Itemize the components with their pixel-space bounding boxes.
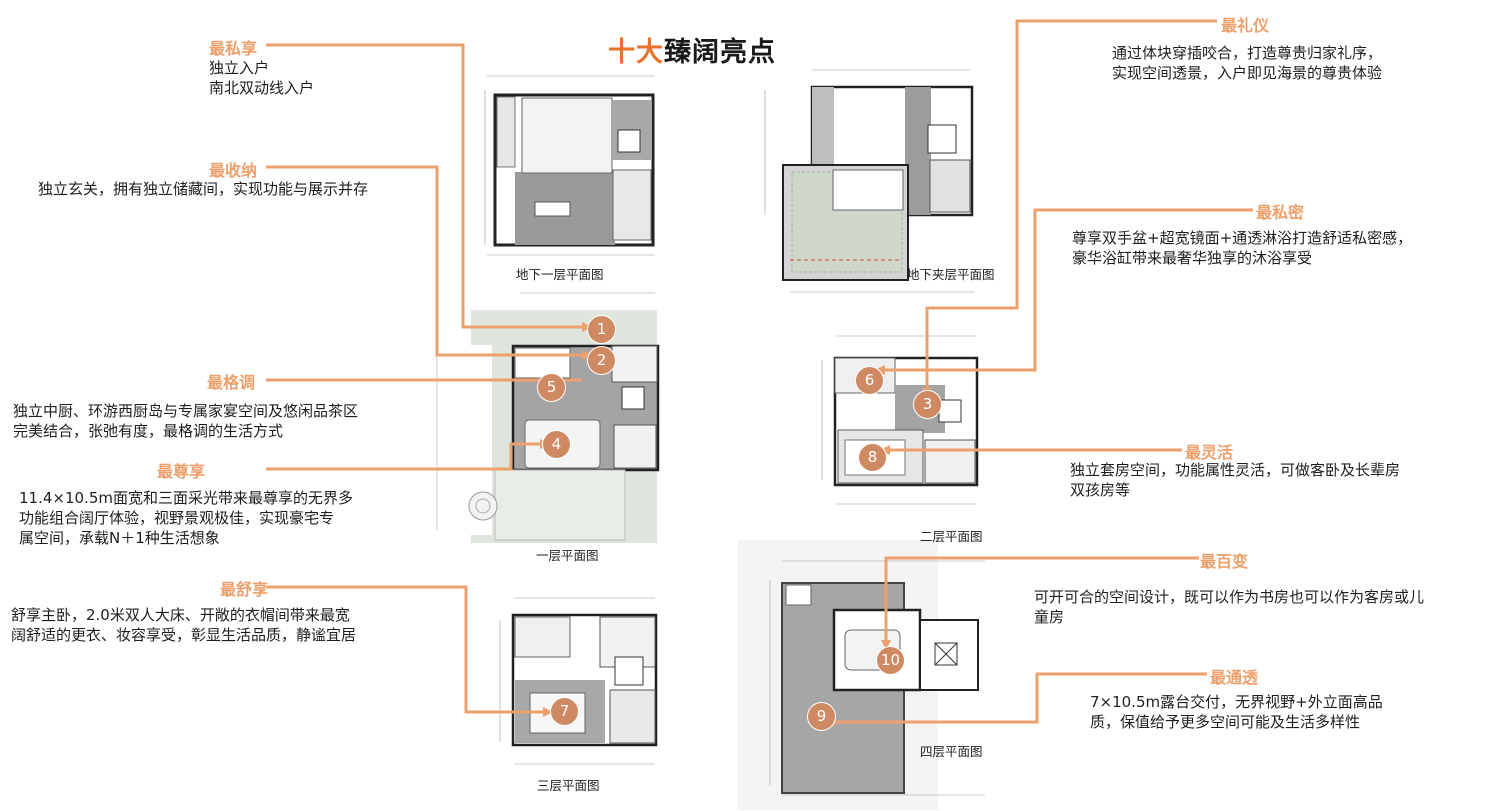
marker-6: 6: [855, 366, 884, 395]
plan-b1: [484, 75, 655, 256]
page-title: 十大臻阔亮点: [608, 30, 776, 69]
title-accent: 十大: [608, 37, 664, 68]
highlight-desc-5: 舒享主卧，2.0米双人大床、开敞的衣帽间带来最宽 阔舒适的更衣、妆容享受，彰显生…: [11, 606, 357, 644]
marker-5: 5: [537, 373, 566, 402]
plan-basement-mezzanine: [764, 69, 975, 293]
highlight-title-5: 最舒享: [220, 580, 269, 599]
highlight-title-7: 最私密: [1256, 203, 1305, 222]
title-main: 臻阔亮点: [664, 37, 776, 68]
highlight-desc-10: 7×10.5m露台交付，无界视野+外立面高品 质，保值给予更多空间可能及生活多样…: [1090, 693, 1383, 731]
marker-9: 9: [807, 702, 836, 731]
plan-label-f1: 一层平面图: [536, 548, 599, 563]
highlight-desc-1: 独立入户 南北双动线入户: [209, 59, 315, 97]
marker-7: 7: [550, 697, 579, 726]
plan-label-f2: 二层平面图: [920, 529, 983, 544]
marker-3: 3: [913, 390, 942, 419]
marker-8: 8: [858, 443, 887, 472]
highlight-title-6: 最礼仪: [1221, 16, 1270, 35]
plan-label-f3: 三层平面图: [537, 778, 600, 793]
highlight-title-2: 最收纳: [209, 161, 258, 180]
highlight-title-1: 最私享: [209, 39, 258, 58]
highlight-title-4: 最尊享: [157, 462, 206, 481]
highlight-desc-4: 11.4×10.5m面宽和三面采光带来最尊享的无界多 功能组合阔厅体验，视野景观…: [19, 489, 353, 547]
highlight-desc-9: 可开可合的空间设计，既可以作为书房也可以作为客房或儿 童房: [1034, 588, 1425, 626]
plan-label-b1: 地下一层平面图: [516, 267, 604, 282]
highlight-desc-8: 独立套房空间，功能属性灵活，可做客卧及长辈房 双孩房等: [1070, 461, 1401, 499]
plan-label-f4: 四层平面图: [920, 744, 983, 759]
highlight-desc-7: 尊享双手盆+超宽镜面+通透淋浴打造舒适私密感， 豪华浴缸带来最奢华独享的沐浴享受: [1072, 229, 1413, 267]
highlight-title-10: 最通透: [1210, 668, 1259, 687]
highlight-title-8: 最灵活: [1185, 443, 1234, 462]
plan-f2: [821, 335, 979, 505]
highlight-desc-3: 独立中厨、环游西厨岛与专属家宴空间及悠闲品茶区 完美结合，张弛有度，最格调的生活…: [13, 402, 359, 440]
marker-1: 1: [587, 315, 616, 344]
highlight-title-9: 最百变: [1200, 552, 1249, 571]
connector-lines: [266, 19, 1253, 724]
marker-2: 2: [587, 346, 616, 375]
marker-4: 4: [542, 430, 571, 459]
plan-f3: [499, 597, 658, 765]
plan-f4: [738, 540, 985, 810]
marker-10: 10: [876, 646, 905, 675]
highlight-desc-2: 独立玄关，拥有独立储藏间，实现功能与展示并存: [38, 180, 369, 198]
highlight-title-3: 最格调: [207, 373, 256, 392]
highlight-desc-6: 通过体块穿插咬合，打造尊贵归家礼序， 实现空间透景，入户即见海景的尊贵体验: [1112, 44, 1383, 82]
plan-f1: [436, 292, 660, 543]
plan-label-basement-mezzanine: 地下夹层平面图: [907, 267, 995, 282]
